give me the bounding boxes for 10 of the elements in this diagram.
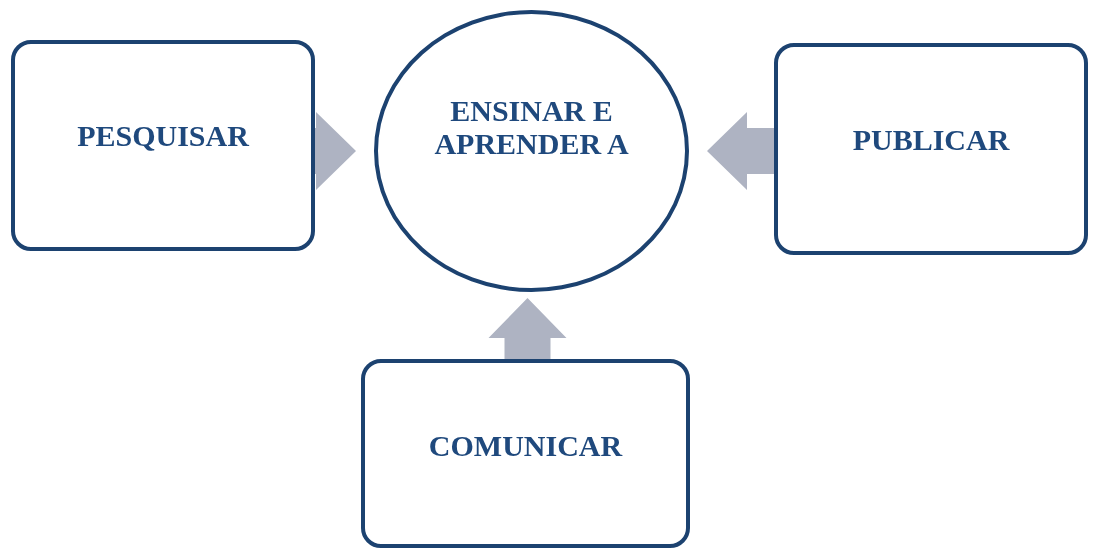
node-label: PUBLICAR (852, 122, 1010, 156)
node-label: ENSINAR E APRENDER A (433, 94, 630, 160)
block-arrow (707, 112, 774, 190)
block-arrow (315, 112, 356, 190)
rounded-box (361, 359, 690, 548)
node-label: COMUNICAR (428, 429, 623, 462)
rounded-box (774, 43, 1088, 255)
node-label: PESQUISAR (77, 119, 249, 152)
block-arrow (488, 298, 567, 359)
rounded-box (11, 40, 315, 251)
